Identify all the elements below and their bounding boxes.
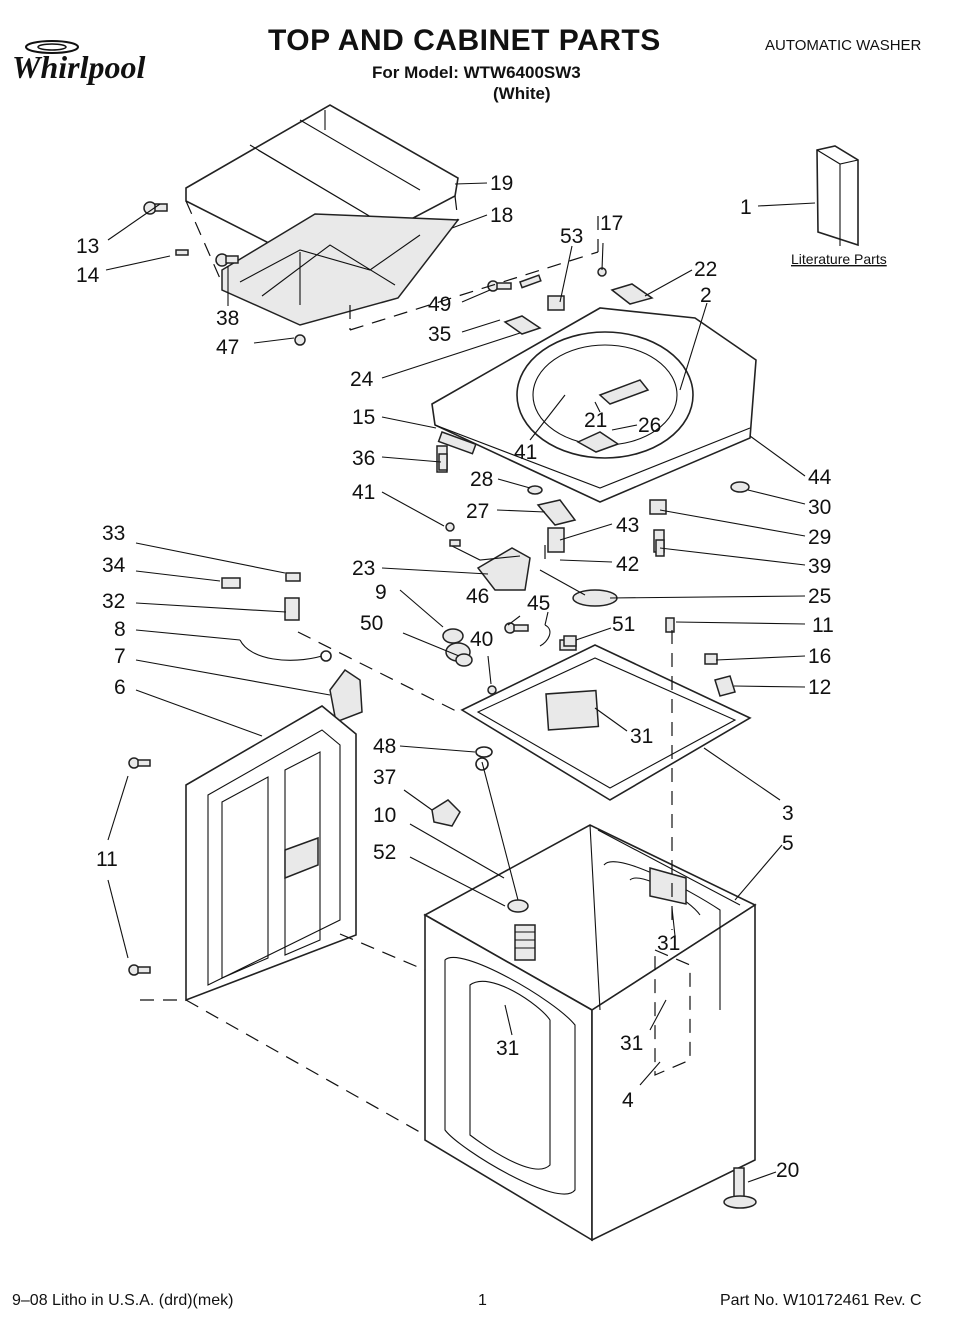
alignment-lines (140, 216, 673, 1136)
literature-parts-label: Literature Parts (791, 251, 887, 267)
literature-parts (816, 145, 859, 247)
callout-30: 30 (808, 496, 831, 519)
callout-25: 25 (808, 585, 831, 608)
callout-53: 53 (560, 225, 583, 248)
part-number: Part No. W10172461 Rev. C (720, 1292, 922, 1309)
callout-31-frame: 31 (630, 725, 653, 748)
callout-3: 3 (782, 802, 794, 825)
page-title: TOP AND CABINET PARTS (268, 24, 661, 57)
callout-10: 10 (373, 804, 396, 827)
callout-4: 4 (622, 1089, 634, 1112)
callout-32: 32 (102, 590, 125, 613)
callout-35: 35 (428, 323, 451, 346)
callout-49: 49 (428, 293, 451, 316)
left-hardware (221, 572, 363, 724)
suspension-rod (431, 761, 536, 961)
callout-28: 28 (470, 468, 493, 491)
callout-17: 17 (600, 212, 623, 235)
appliance-type: AUTOMATIC WASHER (765, 37, 922, 54)
callout-2: 2 (700, 284, 712, 307)
callout-1: 1 (740, 196, 752, 219)
callout-34: 34 (102, 554, 126, 577)
brand-wordmark: Whirlpool (12, 49, 145, 85)
callout-8: 8 (114, 618, 126, 641)
callout-14: 14 (76, 264, 100, 287)
callout-31-cabinet-top: 31 (657, 932, 680, 955)
callout-37: 37 (373, 766, 396, 789)
callout-42: 42 (616, 553, 639, 576)
whirlpool-logo: Whirlpool (12, 40, 145, 85)
callout-18: 18 (490, 204, 513, 227)
print-info: 9–08 Litho in U.S.A. (drd)(mek) (12, 1292, 234, 1309)
callout-7: 7 (114, 645, 126, 668)
callout-5: 5 (782, 832, 794, 855)
callout-36: 36 (352, 447, 375, 470)
callout-41-upper: 41 (514, 441, 537, 464)
callout-21: 21 (584, 409, 607, 432)
callout-labels: 1 19 18 17 53 22 2 13 14 49 35 38 47 24 … (76, 172, 887, 1182)
callout-6: 6 (114, 676, 126, 699)
callout-20: 20 (776, 1159, 799, 1182)
callout-43: 43 (616, 514, 639, 537)
callout-19: 19 (490, 172, 513, 195)
callout-51: 51 (612, 613, 635, 636)
callout-26: 26 (638, 414, 661, 437)
callout-24: 24 (350, 368, 374, 391)
callout-45: 45 (527, 592, 550, 615)
lid-assembly (185, 104, 460, 326)
callout-22: 22 (694, 258, 717, 281)
callout-12: 12 (808, 676, 831, 699)
leader-lines (105, 182, 816, 1183)
callout-46: 46 (466, 585, 489, 608)
callout-41-lower: 41 (352, 481, 375, 504)
callout-29: 29 (808, 526, 831, 549)
model-variant: (White) (493, 84, 551, 103)
callout-47: 47 (216, 336, 239, 359)
rear-panel (185, 705, 357, 1002)
callout-31-cabinet-side: 31 (620, 1032, 643, 1055)
page-number: 1 (478, 1292, 487, 1309)
hardware-center (436, 431, 750, 607)
callout-9: 9 (375, 581, 387, 604)
callout-23: 23 (352, 557, 375, 580)
callout-15: 15 (352, 406, 375, 429)
callout-50: 50 (360, 612, 383, 635)
callout-27: 27 (466, 500, 489, 523)
cabinet (423, 824, 757, 1242)
callout-48: 48 (373, 735, 396, 758)
callout-40: 40 (470, 628, 493, 651)
model-line: For Model: WTW6400SW3 (372, 63, 581, 82)
callout-13: 13 (76, 235, 99, 258)
callout-38: 38 (216, 307, 239, 330)
top-assembly (431, 283, 757, 503)
callout-11-left: 11 (96, 848, 118, 871)
callout-33: 33 (102, 522, 125, 545)
callout-52: 52 (373, 841, 396, 864)
callout-31-cabinet-front: 31 (496, 1037, 519, 1060)
callout-39: 39 (808, 555, 831, 578)
callout-11-right: 11 (812, 614, 834, 637)
callout-16: 16 (808, 645, 831, 668)
callout-44: 44 (808, 466, 832, 489)
